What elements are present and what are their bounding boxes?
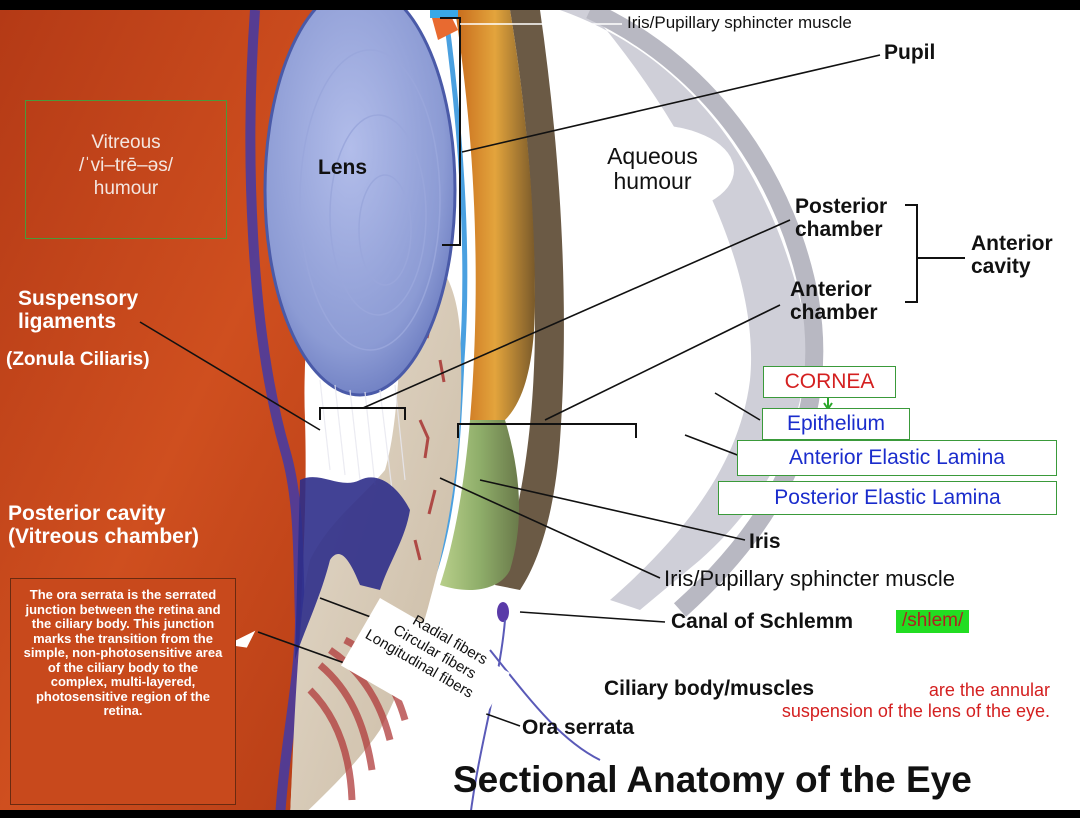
label-cornea: CORNEA (785, 370, 875, 393)
top-strip (0, 0, 1080, 10)
label-posterior-chamber: Posterior chamber (795, 196, 887, 241)
label-canal-of-schlemm: Canal of Schlemm (671, 611, 853, 634)
label-anterior-elastic-lamina: Anterior Elastic Lamina (789, 446, 1005, 469)
label-epithelium: Epithelium (787, 412, 885, 435)
label-anterior-cavity: Anterior cavity (971, 233, 1053, 278)
label-ora-serrata: Ora serrata (522, 717, 634, 740)
posterior-chamber-bracket (320, 408, 405, 420)
sphincter-marker (432, 18, 458, 40)
canal-of-schlemm (497, 602, 509, 622)
label-ciliary-description: are the annular suspension of the lens o… (670, 680, 1050, 721)
sphincter-marker-blue (430, 10, 458, 18)
label-iris-sphincter-lower: Iris/Pupillary sphincter muscle (664, 567, 955, 591)
label-suspensory-ligaments: Suspensory ligaments (18, 288, 138, 333)
label-zonula-ciliaris: (Zonula Ciliaris) (6, 350, 150, 371)
epithelium-box: Epithelium (762, 408, 910, 440)
posterior-elastic-lamina-box: Posterior Elastic Lamina (718, 481, 1057, 515)
label-vitreous-humour: Vitreous /ˈvi–trē–əs/ humour (25, 132, 227, 200)
ora-serrata-note-box: The ora serrata is the serrated junction… (10, 578, 236, 805)
label-lens: Lens (318, 157, 367, 180)
label-aqueous-humour: Aqueous humour (590, 144, 715, 194)
bottom-strip (0, 810, 1080, 818)
label-pupil: Pupil (884, 42, 935, 65)
cornea-box: CORNEA (763, 366, 896, 398)
label-iris-sphincter-top: Iris/Pupillary sphincter muscle (627, 14, 852, 32)
label-anterior-chamber: Anterior chamber (790, 279, 878, 324)
label-iris: Iris (749, 531, 781, 554)
label-schlemm-pronunciation: /shlem/ (896, 610, 969, 633)
label-posterior-elastic-lamina: Posterior Elastic Lamina (774, 486, 1000, 509)
anterior-elastic-lamina-box: Anterior Elastic Lamina (737, 440, 1057, 476)
lens-shape (265, 0, 455, 395)
page-title: Sectional Anatomy of the Eye (453, 760, 972, 800)
ora-serrata-note: The ora serrata is the serrated junction… (11, 579, 235, 728)
label-posterior-cavity: Posterior cavity (Vitreous chamber) (8, 503, 199, 548)
anterior-cavity-bracket (905, 205, 965, 302)
